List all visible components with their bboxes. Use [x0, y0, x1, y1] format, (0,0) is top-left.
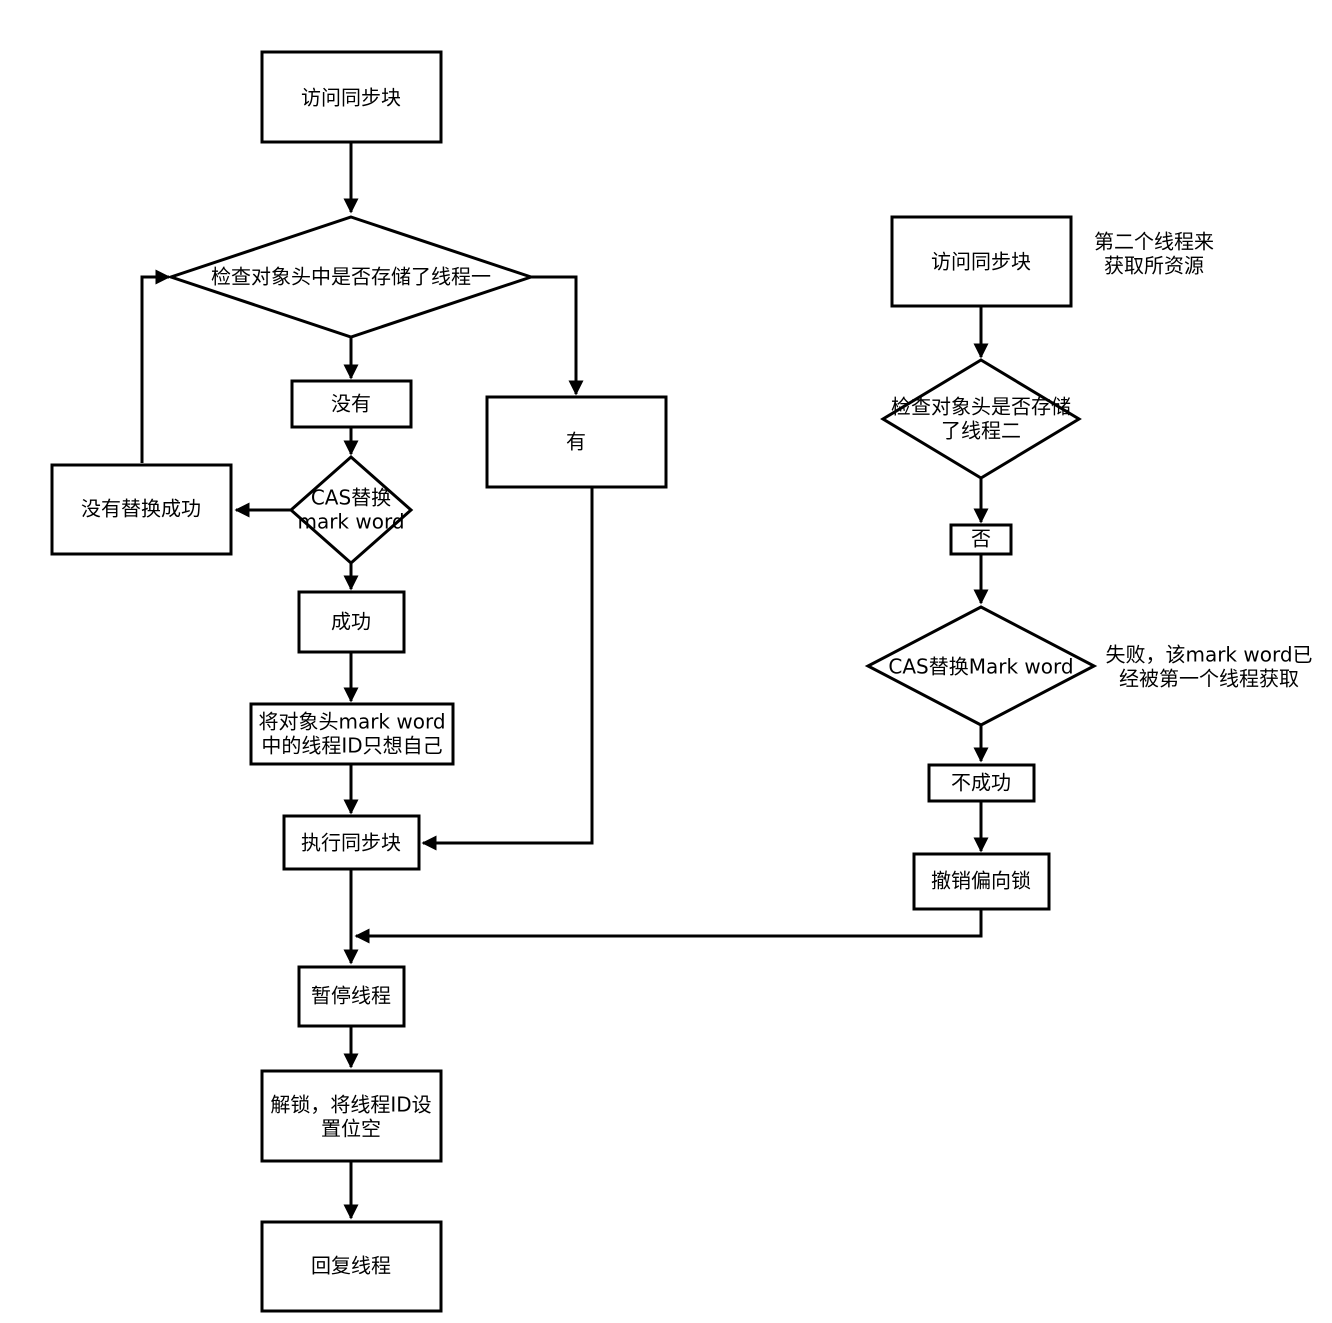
edge-failed-to-check [140, 269, 171, 463]
node-point-id-line2: 中的线程ID只想自己 [261, 734, 442, 758]
node-yes-label: 有 [566, 430, 586, 454]
node-visit-sync-1: 访问同步块 [260, 50, 443, 144]
node-execute-sync: 执行同步块 [282, 814, 421, 871]
node-unlock: 解锁，将线程ID设 置位空 [260, 1069, 443, 1163]
node-unlock-line2: 置位空 [321, 1117, 381, 1141]
node-cas-replace-1-line1: CAS替换 [311, 486, 391, 510]
node-execute-sync-label: 执行同步块 [301, 831, 401, 855]
node-no: 没有 [290, 379, 413, 429]
node-no-2: 否 [949, 523, 1013, 556]
node-resume-thread: 回复线程 [260, 1220, 443, 1313]
node-cas-replace-2: CAS替换Mark word [864, 605, 1098, 727]
node-resume-thread-label: 回复线程 [311, 1254, 391, 1278]
node-point-id-line1: 将对象头mark word [258, 710, 445, 734]
note-second-thread-line1: 第二个线程来 [1094, 230, 1214, 254]
node-point-id: 将对象头mark word 中的线程ID只想自己 [249, 702, 455, 766]
node-visit-sync-1-label: 访问同步块 [301, 86, 401, 110]
note-second-thread-line2: 获取所资源 [1104, 254, 1204, 278]
node-not-success-label: 不成功 [951, 771, 1011, 795]
node-cas-replace-1-line2: mark word [297, 510, 404, 534]
node-check-header-2: 检查对象头是否存储 了线程二 [880, 358, 1082, 480]
node-check-header-2-line1: 检查对象头是否存储 [891, 395, 1071, 419]
node-cas-replace-2-label: CAS替换Mark word [888, 655, 1073, 679]
node-check-header-2-line2: 了线程二 [941, 419, 1021, 443]
node-revoke-bias-label: 撤销偏向锁 [931, 869, 1031, 893]
node-no-2-label: 否 [971, 527, 991, 551]
edge-check-to-yes [531, 275, 584, 396]
note-second-thread: 第二个线程来 获取所资源 [1094, 230, 1214, 278]
node-revoke-bias: 撤销偏向锁 [912, 852, 1051, 911]
node-visit-sync-2-label: 访问同步块 [931, 250, 1031, 274]
note-cas-failed-line1: 失败，该mark word已 [1105, 643, 1312, 667]
note-cas-failed: 失败，该mark word已 经被第一个线程获取 [1105, 643, 1312, 691]
node-pause-thread-label: 暂停线程 [311, 984, 391, 1008]
node-yes: 有 [485, 395, 668, 489]
node-success-label: 成功 [331, 610, 371, 634]
node-check-header-1: 检查对象头中是否存储了线程一 [166, 215, 536, 339]
node-pause-thread: 暂停线程 [297, 965, 406, 1028]
node-replace-failed: 没有替换成功 [50, 463, 233, 556]
edge-yes-to-execute [421, 488, 594, 851]
node-cas-replace-1: CAS替换 mark word [288, 454, 414, 566]
node-no-label: 没有 [331, 392, 371, 416]
note-cas-failed-line2: 经被第一个线程获取 [1119, 667, 1299, 691]
node-success: 成功 [297, 590, 406, 654]
node-check-header-1-label: 检查对象头中是否存储了线程一 [211, 265, 491, 289]
edges [140, 143, 989, 1220]
node-visit-sync-2: 访问同步块 [890, 215, 1073, 308]
node-unlock-line1: 解锁，将线程ID设 [270, 1093, 431, 1117]
node-replace-failed-label: 没有替换成功 [81, 497, 201, 521]
edge-revoke-to-pause [354, 910, 983, 944]
node-not-success: 不成功 [927, 763, 1036, 803]
